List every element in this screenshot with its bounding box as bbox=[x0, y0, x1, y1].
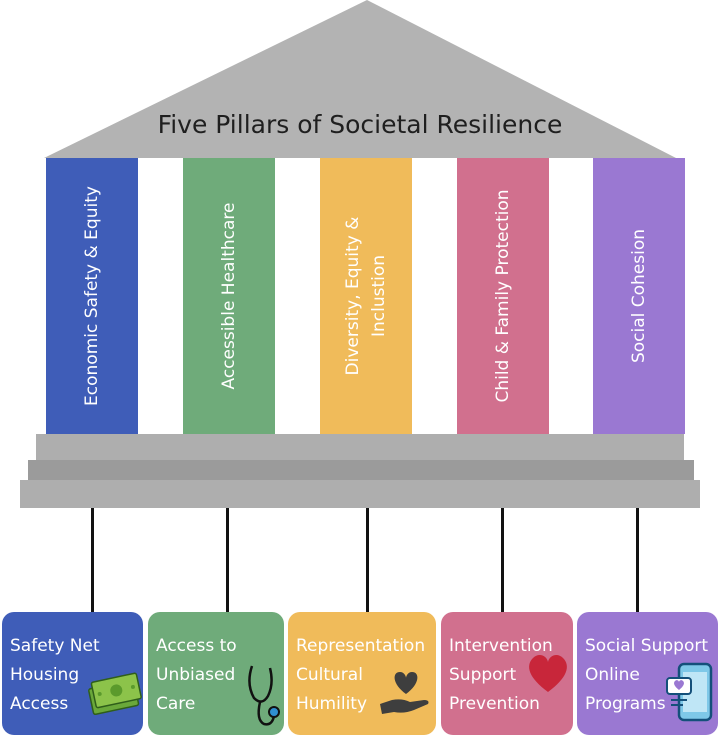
box-line: Housing bbox=[10, 665, 80, 685]
pillar-social-cohesion: Social Cohesion bbox=[593, 158, 685, 434]
base-step-bottom bbox=[20, 480, 700, 508]
pillar-label-line: Inclustion bbox=[369, 254, 389, 338]
pillar-label-line: Economic Safety & Equity bbox=[82, 186, 102, 406]
pillar-label: Diversity, Equity & Inclustion bbox=[340, 166, 392, 426]
box-safety-net: Safety Net Housing Access bbox=[2, 612, 143, 735]
box-social-support: Social Support Online Programs bbox=[577, 612, 718, 735]
box-line: Social Support bbox=[585, 636, 709, 656]
box-line: Unbiased bbox=[156, 665, 236, 685]
pillar-label: Economic Safety & Equity bbox=[79, 166, 105, 426]
box-line: Cultural bbox=[296, 665, 363, 685]
roof bbox=[44, 0, 676, 158]
box-line: Humility bbox=[296, 694, 368, 714]
box-line: Access bbox=[10, 694, 69, 714]
box-line: Programs bbox=[585, 694, 666, 714]
box-line: Representation bbox=[296, 636, 426, 656]
heart-in-hand-icon bbox=[380, 672, 429, 714]
connector-line bbox=[636, 508, 639, 618]
phone-chat-icon bbox=[666, 662, 713, 722]
box-line: Intervention bbox=[449, 636, 553, 656]
pillar-label: Social Cohesion bbox=[626, 166, 652, 426]
money-icon bbox=[88, 672, 142, 716]
connector-line bbox=[366, 508, 369, 618]
box-line: Prevention bbox=[449, 694, 540, 714]
box-line: Care bbox=[156, 694, 196, 714]
diagram-title: Five Pillars of Societal Resilience bbox=[157, 110, 563, 139]
box-line: Support bbox=[449, 665, 517, 685]
box-line: Online bbox=[585, 665, 640, 685]
heart-icon bbox=[529, 655, 567, 692]
pillar-child-family-protection: Child & Family Protection bbox=[457, 158, 549, 434]
pillar-label-line: Child & Family Protection bbox=[493, 189, 513, 403]
pillar-label: Accessible Healthcare bbox=[216, 166, 242, 426]
box-representation: Representation Cultural Humility bbox=[288, 612, 436, 735]
connector-line bbox=[501, 508, 504, 618]
pillar-economic-safety: Economic Safety & Equity bbox=[46, 158, 138, 434]
box-access-care: Access to Unbiased Care bbox=[148, 612, 284, 735]
pillar-label-line: Diversity, Equity & bbox=[343, 216, 363, 376]
box-line: Access to bbox=[156, 636, 237, 656]
connector-line bbox=[91, 508, 94, 618]
box-line: Safety Net bbox=[10, 636, 100, 656]
roof-triangle bbox=[44, 0, 676, 158]
stethoscope-icon bbox=[248, 665, 280, 726]
connector-line bbox=[226, 508, 229, 618]
pillar-diversity-equity-inclusion: Diversity, Equity & Inclustion bbox=[320, 158, 412, 434]
pillar-accessible-healthcare: Accessible Healthcare bbox=[183, 158, 275, 434]
pillar-label-line: Accessible Healthcare bbox=[219, 202, 239, 390]
pillar-label: Child & Family Protection bbox=[490, 166, 516, 426]
pillar-label-line: Social Cohesion bbox=[629, 228, 649, 364]
base-step-middle bbox=[28, 460, 694, 480]
base-step-top bbox=[36, 434, 684, 460]
box-intervention: Intervention Support Prevention bbox=[441, 612, 573, 735]
